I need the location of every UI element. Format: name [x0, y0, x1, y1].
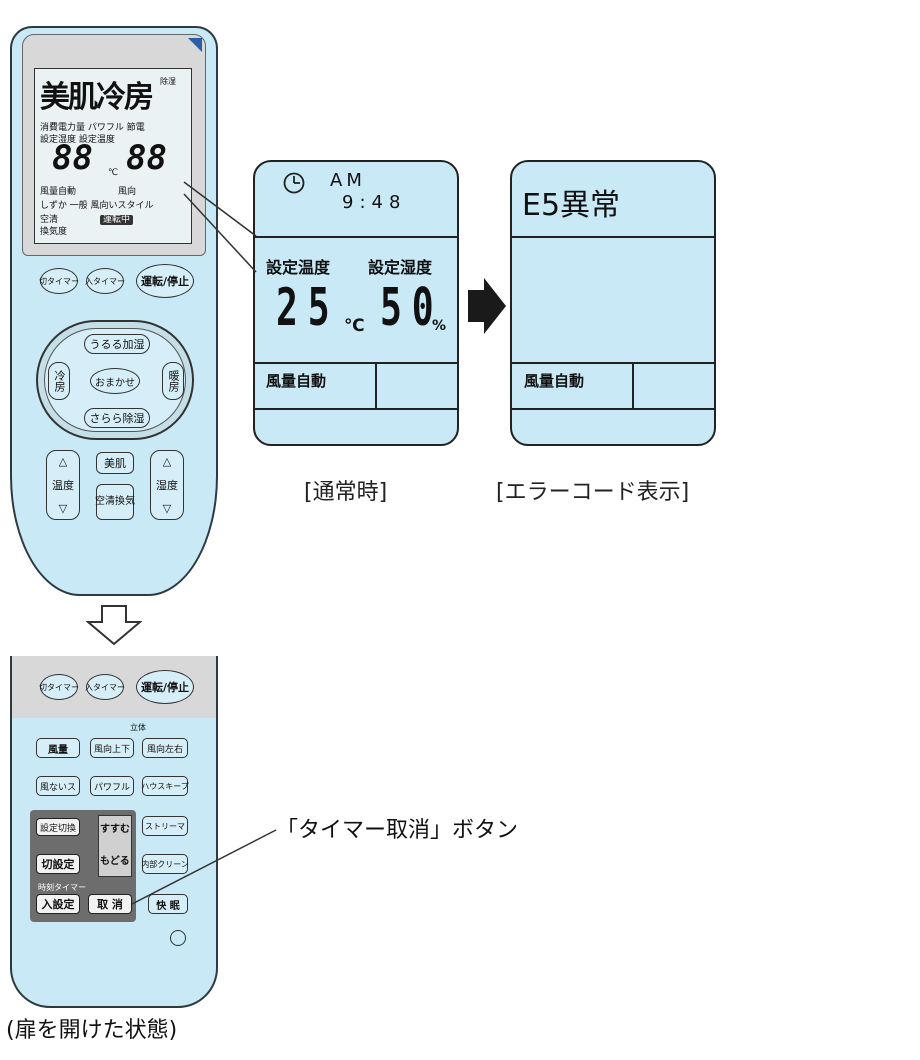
inner-clean-button[interactable]: 内部クリーン — [141, 854, 189, 874]
lcd-mode-text: 美肌冷房 — [40, 80, 154, 115]
open-state-caption: (扉を開けた状態) — [6, 1018, 178, 1043]
sleep-button[interactable]: 快 眠 — [148, 894, 188, 914]
humidity-value: 50 — [380, 278, 444, 338]
lcd-row3-right: 風向 — [118, 187, 137, 197]
panel-divider — [375, 362, 377, 410]
humidity-adjust-button[interactable]: △ 湿度 ▽ — [150, 450, 184, 520]
lcd-row3-left: 風量自動 — [40, 187, 77, 197]
remote-lcd — [34, 68, 192, 244]
panel-divider — [255, 408, 457, 410]
right-arrow-icon — [468, 278, 506, 334]
lcd-hum-digits: 88 — [126, 138, 167, 178]
heat-button[interactable]: 暖房 — [162, 362, 184, 400]
panel-divider — [255, 236, 457, 238]
horizontal-swing-button[interactable]: 風向左右 — [142, 738, 188, 758]
lcd-row1: 消費電力量 パワフル 節電 — [40, 123, 145, 133]
timer-cancel-annotation: 「タイマー取消」ボタン — [276, 818, 519, 843]
error-caption: [エラーコード表示] — [496, 480, 690, 505]
clock-am: AM — [330, 170, 366, 191]
temp-down-icon[interactable]: ▽ — [58, 502, 68, 515]
on-setting-button[interactable]: 入設定 — [36, 894, 80, 914]
humidity-unit: % — [432, 318, 447, 334]
fan-button[interactable]: 風量 — [36, 738, 80, 758]
fan-auto-label: 風量自動 — [266, 372, 327, 390]
temp-adjust-button[interactable]: △ 温度 ▽ — [46, 450, 80, 520]
daikin-logo-icon — [188, 38, 202, 52]
lcd-side-label: 除湿 — [160, 77, 176, 86]
powerful-button[interactable]: パワフル — [90, 776, 134, 796]
time-timer-label: 時刻タイマー — [38, 883, 86, 892]
bihada-button[interactable]: 美肌 — [96, 452, 134, 474]
clock-icon — [283, 172, 305, 194]
timer-nav-box — [98, 815, 132, 877]
open-run-stop-button[interactable]: 運転/停止 — [136, 670, 194, 704]
panel-divider — [512, 362, 714, 364]
streamer-button[interactable]: ストリーマ — [142, 816, 188, 836]
back-button[interactable]: もどる — [100, 856, 130, 867]
timer-cancel-button[interactable]: 取 消 — [88, 894, 132, 914]
lcd-row2: 設定湿度 設定温度 — [40, 135, 115, 145]
forward-button[interactable]: すすむ — [100, 824, 130, 835]
humidity-up-icon[interactable]: △ — [162, 455, 172, 468]
clock-time: 9:48 — [342, 192, 407, 213]
kuusei-button[interactable]: 空清換気 — [95, 484, 135, 520]
label-set-humidity: 設定湿度 — [368, 258, 433, 277]
open-off-timer-button[interactable]: 切タイマー — [39, 674, 79, 700]
off-setting-button[interactable]: 切設定 — [36, 854, 80, 874]
lcd-row5-left: 空清 — [40, 215, 59, 225]
lcd-row4: しずか 一般 風向いスタイル — [40, 201, 154, 211]
dehumidify-button[interactable]: さらら除湿 — [84, 408, 150, 428]
temp-up-icon[interactable]: △ — [58, 455, 68, 468]
no-wind-button[interactable]: 風ないス — [36, 776, 80, 796]
off-timer-button[interactable]: 切タイマー — [39, 268, 79, 294]
label-set-temp: 設定温度 — [266, 258, 331, 277]
cool-button[interactable]: 冷房 — [48, 362, 70, 400]
humidity-label: 湿度 — [156, 479, 178, 492]
temp-unit: ℃ — [344, 316, 365, 336]
lcd-unit-c: ℃ — [108, 168, 119, 178]
temp-value: 25 — [276, 278, 340, 338]
error-code: E5異常 — [522, 188, 621, 223]
humidity-down-icon[interactable]: ▽ — [162, 502, 172, 515]
rittai-label: 立体 — [130, 723, 146, 732]
humidify-button[interactable]: うるる加湿 — [84, 334, 150, 354]
setting-switch-button[interactable]: 設定切換 — [36, 818, 80, 836]
vertical-swing-button[interactable]: 風向上下 — [90, 738, 134, 758]
normal-display-panel — [253, 160, 459, 446]
run-stop-button[interactable]: 運転/停止 — [136, 264, 194, 298]
panel-divider — [632, 362, 634, 410]
reset-hole-icon — [170, 930, 186, 946]
panel-divider — [512, 408, 714, 410]
open-on-timer-button[interactable]: 入タイマー — [85, 674, 125, 700]
normal-caption: [通常時] — [304, 480, 388, 505]
temp-label: 温度 — [52, 479, 74, 492]
lcd-temp-digits: 88 — [52, 138, 93, 178]
error-fan-auto-label: 風量自動 — [524, 372, 585, 390]
error-display-panel — [510, 160, 716, 446]
lcd-running-chip: 運転中 — [100, 215, 134, 225]
down-arrow-icon — [86, 605, 142, 646]
lcd-row6: 換気度 — [40, 227, 68, 237]
panel-divider — [512, 236, 714, 238]
on-timer-button[interactable]: 入タイマー — [85, 268, 125, 294]
housekeep-button[interactable]: ハウスキープ — [141, 776, 189, 796]
omakase-button[interactable]: おまかせ — [90, 368, 140, 394]
panel-divider — [255, 362, 457, 364]
